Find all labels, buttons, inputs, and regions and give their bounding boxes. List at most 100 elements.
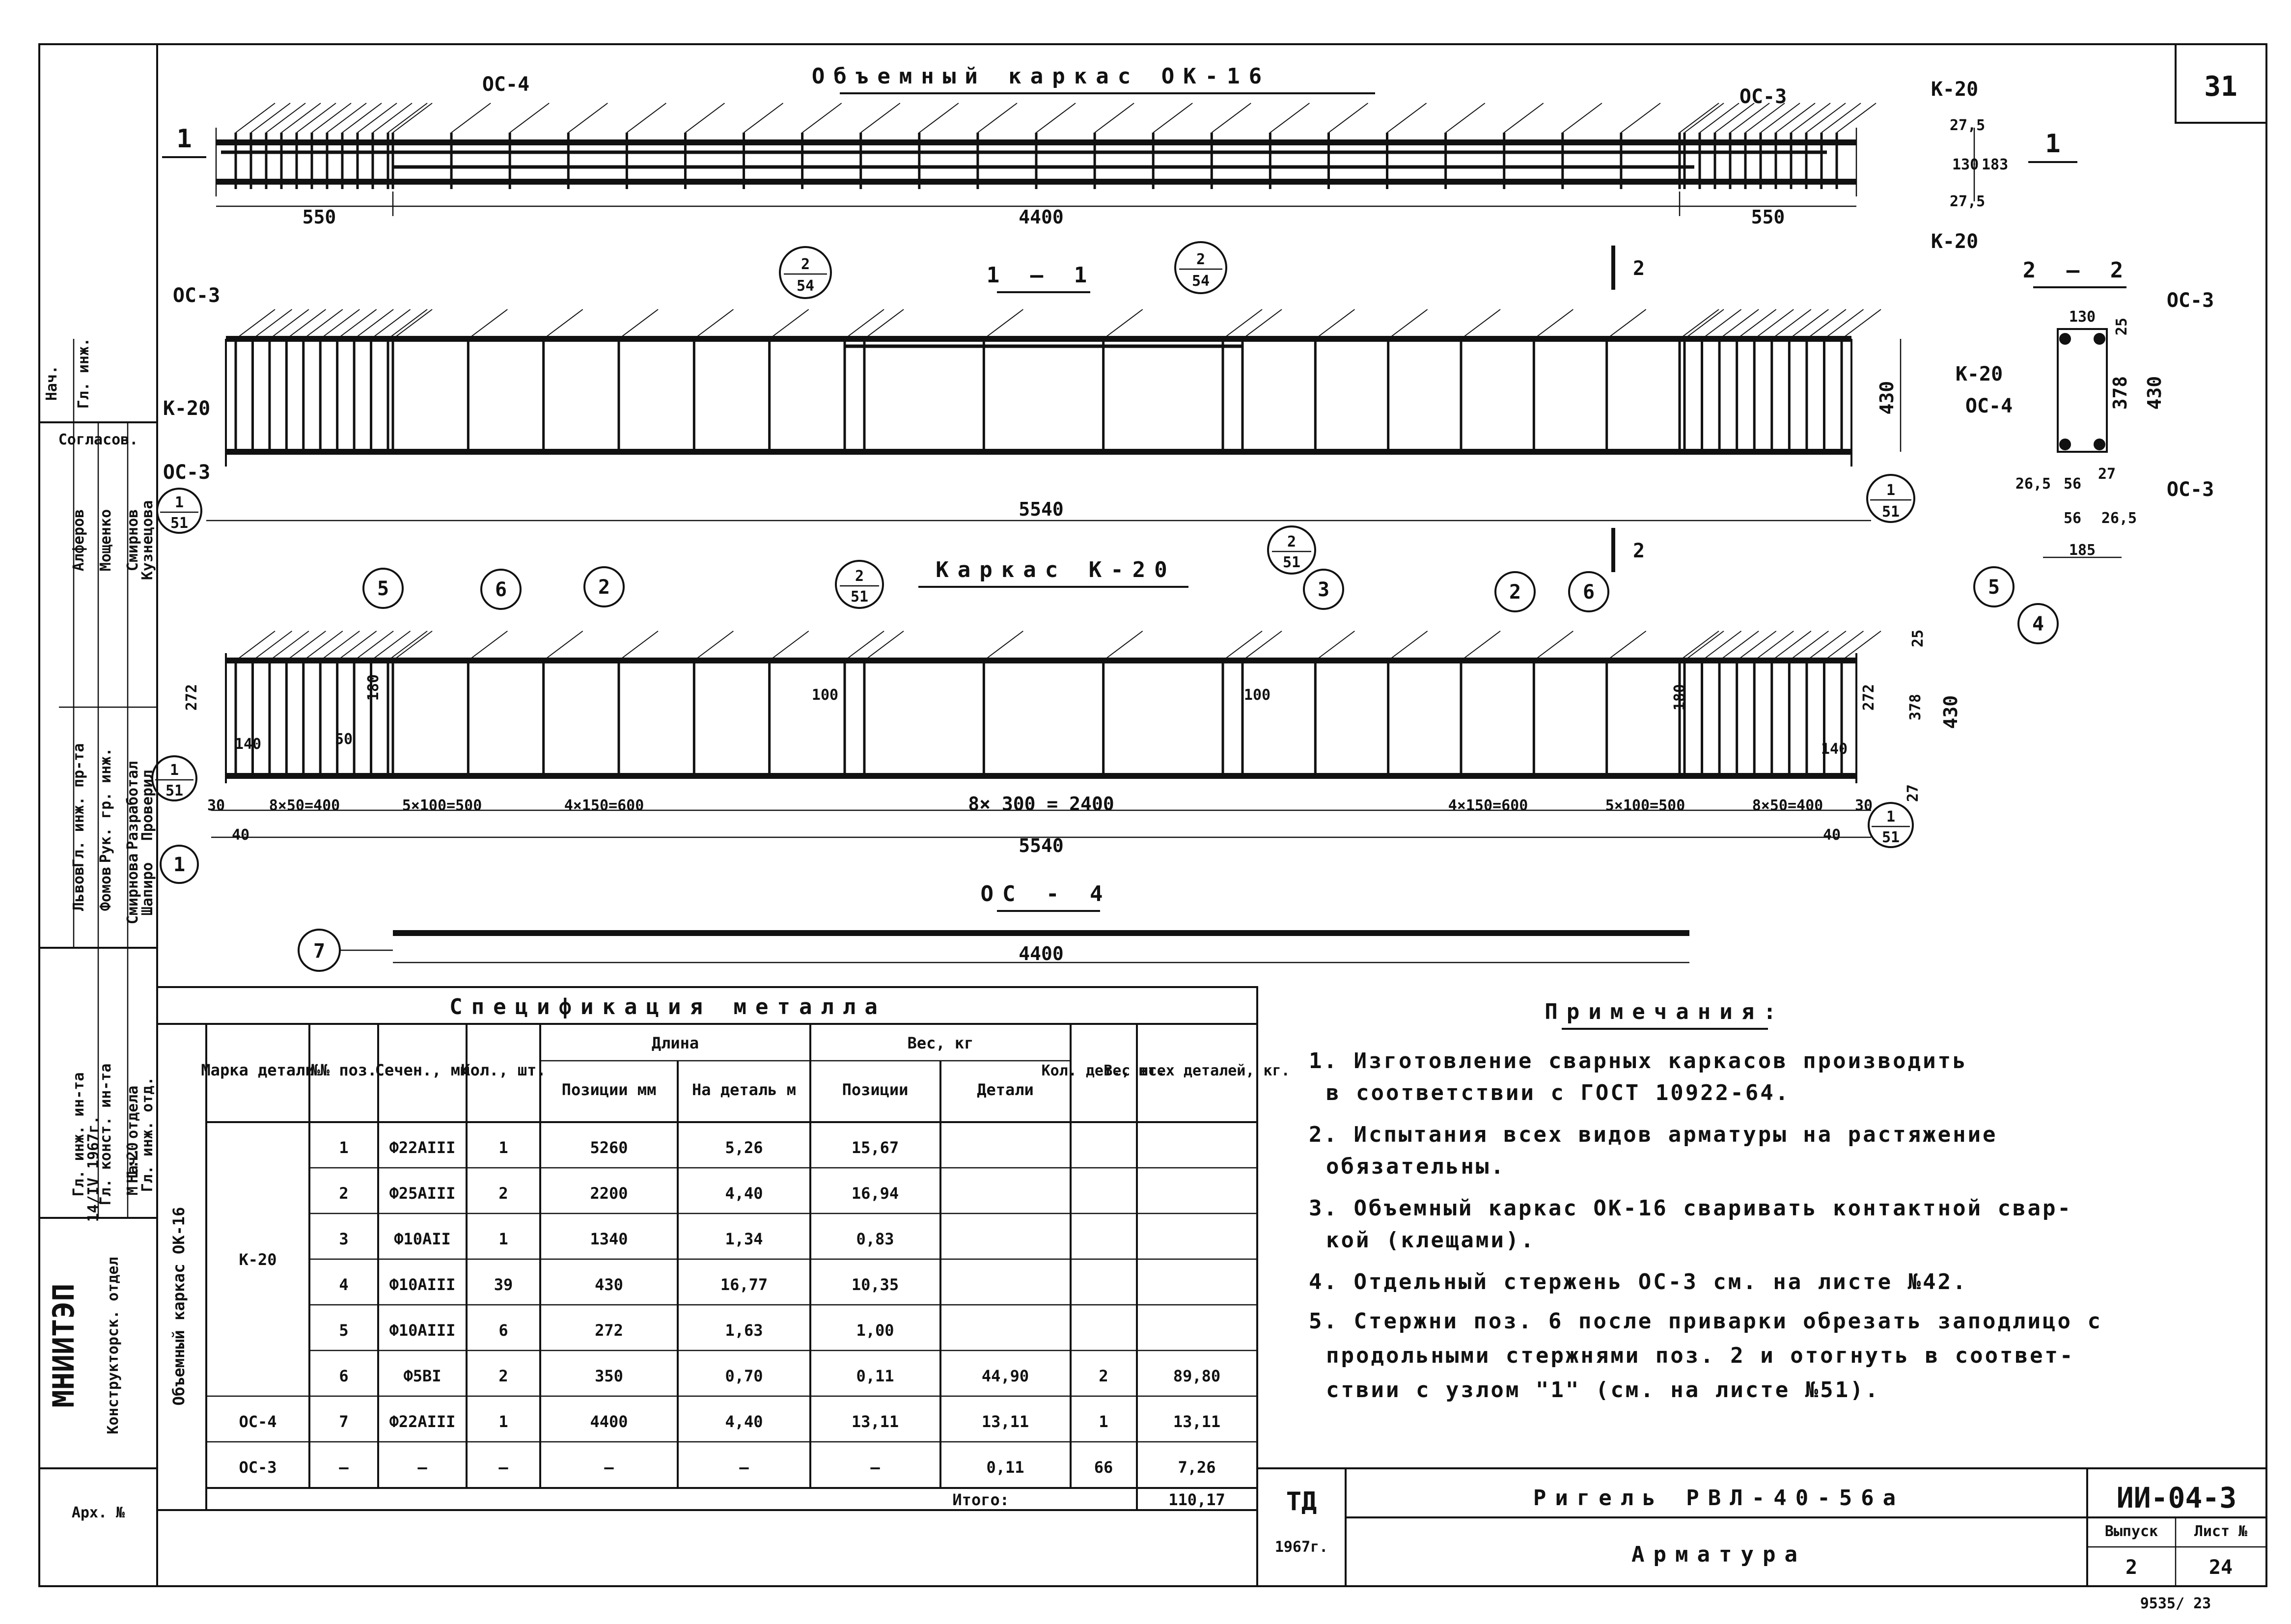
stirrup	[235, 631, 276, 661]
spec-cell-kol: —	[498, 1458, 508, 1477]
spec-cell-dl-det: 1,63	[725, 1321, 763, 1340]
note-line: ствии с узлом "1" (см. на листе №51).	[1326, 1377, 1880, 1403]
spec-cell-w-det: 13,11	[982, 1412, 1029, 1431]
section22-label-os3-top: ОС-3	[2167, 289, 2214, 312]
spec-cell-w-all: 13,11	[1173, 1412, 1220, 1431]
k20-pos-3	[1303, 569, 1344, 610]
stirrup	[451, 103, 491, 133]
stamp-nach: Нач.	[43, 365, 60, 401]
spec-cell-sech: Ф10АII	[394, 1230, 451, 1248]
spec-cell-kol-det: 1	[1099, 1412, 1108, 1431]
stirrup	[337, 631, 377, 661]
k20-dim-100-left: 100	[812, 687, 838, 704]
stirrup	[1841, 631, 1881, 661]
stirrup	[1745, 103, 1785, 133]
spec-cell-dl-det: 4,40	[725, 1412, 763, 1431]
stirrup	[1684, 631, 1724, 661]
stamp-name2: Смирнова	[124, 853, 141, 925]
spec-cell-dl-pos: 1340	[590, 1230, 628, 1248]
title-td: ТД	[1286, 1487, 1317, 1516]
spec-cell-kol: 1	[498, 1230, 508, 1248]
stirrup	[342, 103, 382, 133]
stirrup	[281, 103, 321, 133]
stirrup	[1328, 103, 1369, 133]
node-top: 1	[1886, 808, 1895, 826]
ok16-dim-4400: 4400	[1019, 206, 1064, 228]
stirrup	[252, 631, 293, 661]
k20-dim-25: 25	[1909, 630, 1927, 647]
spec-cell-dl-pos: 430	[595, 1275, 623, 1294]
k20-dim-272-right: 272	[1860, 684, 1877, 711]
stirrup	[1775, 103, 1816, 133]
k20-dim-40-left: 40	[232, 826, 249, 844]
stamp-role2: Гл. инж. отд.	[139, 1077, 156, 1192]
spec-header-marka: Марка детали	[201, 1061, 314, 1079]
callout-top: 2	[801, 256, 810, 273]
spec-cell-dl-det: 5,26	[725, 1138, 763, 1157]
stirrup	[977, 103, 1018, 133]
spec-header-ves-det: Детали	[977, 1080, 1034, 1099]
stirrup	[468, 309, 508, 339]
k20-dim-8x50-right: 8×50=400	[1752, 797, 1823, 814]
stirrup	[693, 631, 734, 661]
spec-cell-kol: 6	[498, 1321, 508, 1340]
spec-cell-w-pos: —	[870, 1458, 880, 1477]
section22-bar	[2094, 439, 2105, 450]
section11-dim-430: 430	[1876, 381, 1898, 415]
section22-dim-265-left: 26,5	[2015, 475, 2051, 493]
ok16-dim-183: 183	[1982, 156, 2008, 173]
cut-mark-bottom: 2	[1633, 540, 1645, 562]
ok16-dim-275-top: 27,5	[1950, 117, 1985, 134]
k20-node-left	[151, 755, 197, 801]
section22-dim-430: 430	[2144, 376, 2165, 410]
section22-cage	[2057, 328, 2108, 453]
spec-cell-w-pos: 15,67	[852, 1138, 899, 1157]
spec-cell-pos: —	[339, 1458, 349, 1477]
stirrup	[685, 103, 725, 133]
title-list-label: Лист №	[2194, 1523, 2248, 1540]
stirrup	[1679, 309, 1719, 339]
k20-pos-2-right	[1494, 571, 1536, 612]
note-line: продольными стержнями поз. 2 и отогнуть …	[1326, 1343, 2075, 1368]
stirrup	[1719, 309, 1759, 339]
ok16-label-k20-bottom: К-20	[1931, 230, 1978, 253]
stirrup	[802, 103, 842, 133]
spec-cell-dl-pos: 350	[595, 1367, 623, 1385]
stirrup	[626, 103, 666, 133]
stirrup	[618, 309, 659, 339]
title-list: 24	[2209, 1556, 2233, 1579]
stirrup	[1699, 103, 1739, 133]
stirrup	[543, 631, 583, 661]
section22-bar	[2094, 333, 2105, 345]
k20-dim-8x50-left: 8×50=400	[269, 797, 340, 814]
section22-dim-185: 185	[2069, 542, 2096, 559]
title-vyp-label: Выпуск	[2105, 1523, 2158, 1540]
spec-cell-kol: 39	[494, 1275, 513, 1294]
stirrup	[1684, 309, 1724, 339]
k20-dim-8x300: 8× 300 = 2400	[968, 793, 1114, 815]
stirrup	[269, 631, 309, 661]
spec-cell-pos: 3	[339, 1230, 348, 1248]
spec-cell-kol: 2	[498, 1367, 508, 1385]
callout-bottom: 51	[1283, 554, 1300, 571]
sheet-number: 31	[2204, 71, 2237, 103]
stirrup	[235, 103, 276, 133]
section22-title: 2 — 2	[2023, 258, 2132, 283]
note-line: в соответствии с ГОСТ 10922-64.	[1326, 1080, 1790, 1105]
stamp-arx: Арх. №	[72, 1504, 125, 1521]
stirrup	[1737, 631, 1777, 661]
k20-pos-5-left	[362, 568, 404, 609]
stirrup	[303, 631, 343, 661]
spec-cell-kol: 1	[498, 1412, 508, 1431]
node-bottom: 51	[166, 782, 183, 799]
sheet-frame	[38, 43, 2267, 1587]
note-line: 4. Отдельный стержень ОС-3 см. на листе …	[1309, 1269, 1968, 1294]
stirrup	[618, 631, 659, 661]
stirrup	[1684, 103, 1724, 133]
stirrup	[509, 103, 550, 133]
stirrup	[1841, 309, 1881, 339]
stirrup	[1315, 631, 1355, 661]
spec-cell-marka: ОС-4	[239, 1412, 276, 1431]
stirrup	[357, 103, 397, 133]
